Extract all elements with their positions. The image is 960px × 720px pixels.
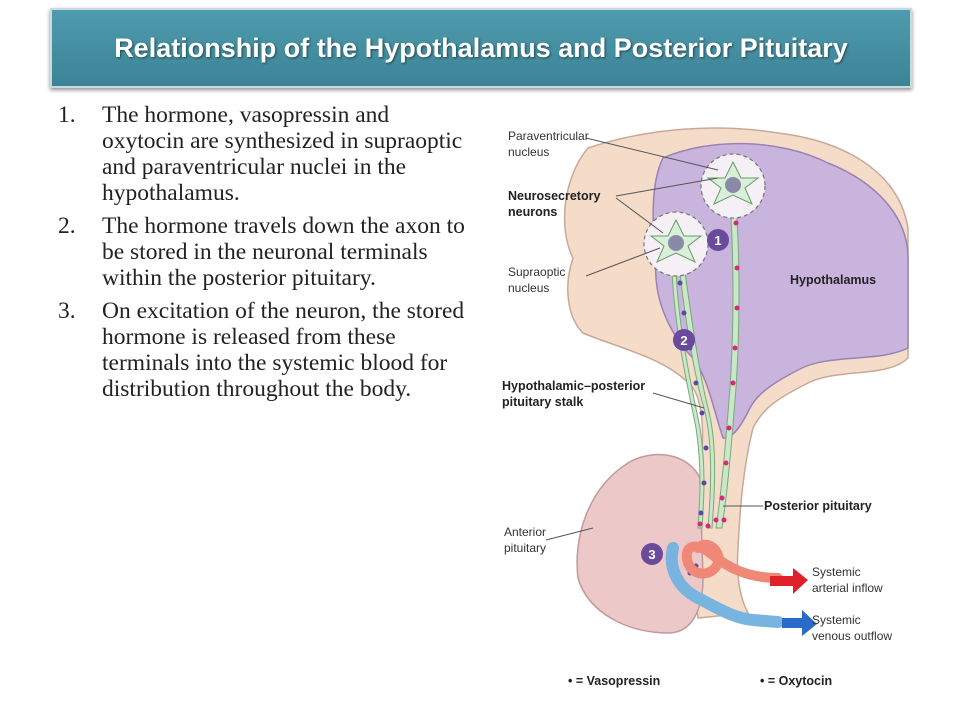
step-badge: 1 bbox=[707, 229, 729, 251]
artery bbox=[681, 539, 783, 583]
legend-oxytocin: • = Oxytocin bbox=[760, 674, 832, 688]
svg-text:2: 2 bbox=[680, 333, 687, 348]
step-text: The hormone, vasopressin and oxytocin ar… bbox=[102, 102, 463, 206]
label-stalk-2: pituitary stalk bbox=[502, 395, 583, 409]
step-list: 1. The hormone, vasopressin and oxytocin… bbox=[58, 102, 468, 409]
step-badge: 2 bbox=[673, 329, 695, 351]
svg-text:3: 3 bbox=[648, 547, 655, 562]
label-arterial: Systemic bbox=[812, 565, 861, 579]
label-anterior-2: pituitary bbox=[504, 541, 546, 555]
step-item: 2. The hormone travels down the axon to … bbox=[58, 213, 468, 291]
label-posterior-pituitary: Posterior pituitary bbox=[764, 499, 872, 513]
step-text: The hormone travels down the axon to be … bbox=[102, 213, 465, 291]
vein bbox=[665, 542, 784, 628]
step-item: 3. On excitation of the neuron, the stor… bbox=[58, 298, 468, 402]
arterial-inflow-arrow bbox=[770, 568, 808, 594]
label-neurosecretory: Neurosecretory bbox=[508, 189, 600, 203]
leader-lines bbox=[545, 137, 763, 541]
legend-vasopressin: • = Vasopressin bbox=[568, 674, 660, 688]
hypothalamus-pituitary-diagram: 1 2 3 Paraventricular nucleus Neurosecre… bbox=[478, 108, 918, 698]
label-stalk: Hypothalamic–posterior bbox=[502, 379, 645, 393]
label-arterial-2: arterial inflow bbox=[812, 581, 883, 595]
label-anterior: Anterior bbox=[504, 525, 546, 539]
label-neurosecretory-2: neurons bbox=[508, 205, 557, 219]
anterior-pituitary-shape bbox=[576, 453, 704, 634]
page-title: Relationship of the Hypothalamus and Pos… bbox=[114, 32, 848, 63]
step-item: 1. The hormone, vasopressin and oxytocin… bbox=[58, 102, 468, 206]
step-badge: 3 bbox=[641, 543, 663, 565]
label-hypothalamus: Hypothalamus bbox=[790, 273, 876, 287]
label-venous: Systemic bbox=[812, 613, 861, 627]
venous-outflow-arrow bbox=[782, 610, 817, 636]
oxytocin-dots bbox=[697, 220, 740, 529]
step-number: 1. bbox=[58, 102, 76, 128]
axon-bundle-2 bbox=[715, 202, 740, 529]
label-supraoptic: Supraoptic bbox=[508, 265, 565, 279]
step-number: 2. bbox=[58, 213, 76, 239]
hypothalamus-region bbox=[652, 142, 909, 439]
label-supraoptic-2: nucleus bbox=[508, 281, 549, 295]
title-bar: Relationship of the Hypothalamus and Pos… bbox=[50, 8, 912, 88]
label-paraventricular-2: nucleus bbox=[508, 145, 549, 159]
label-paraventricular: Paraventricular bbox=[508, 129, 589, 143]
label-venous-2: venous outflow bbox=[812, 629, 892, 643]
svg-text:1: 1 bbox=[714, 233, 721, 248]
step-text: On excitation of the neuron, the stored … bbox=[102, 298, 465, 402]
step-number: 3. bbox=[58, 298, 76, 324]
